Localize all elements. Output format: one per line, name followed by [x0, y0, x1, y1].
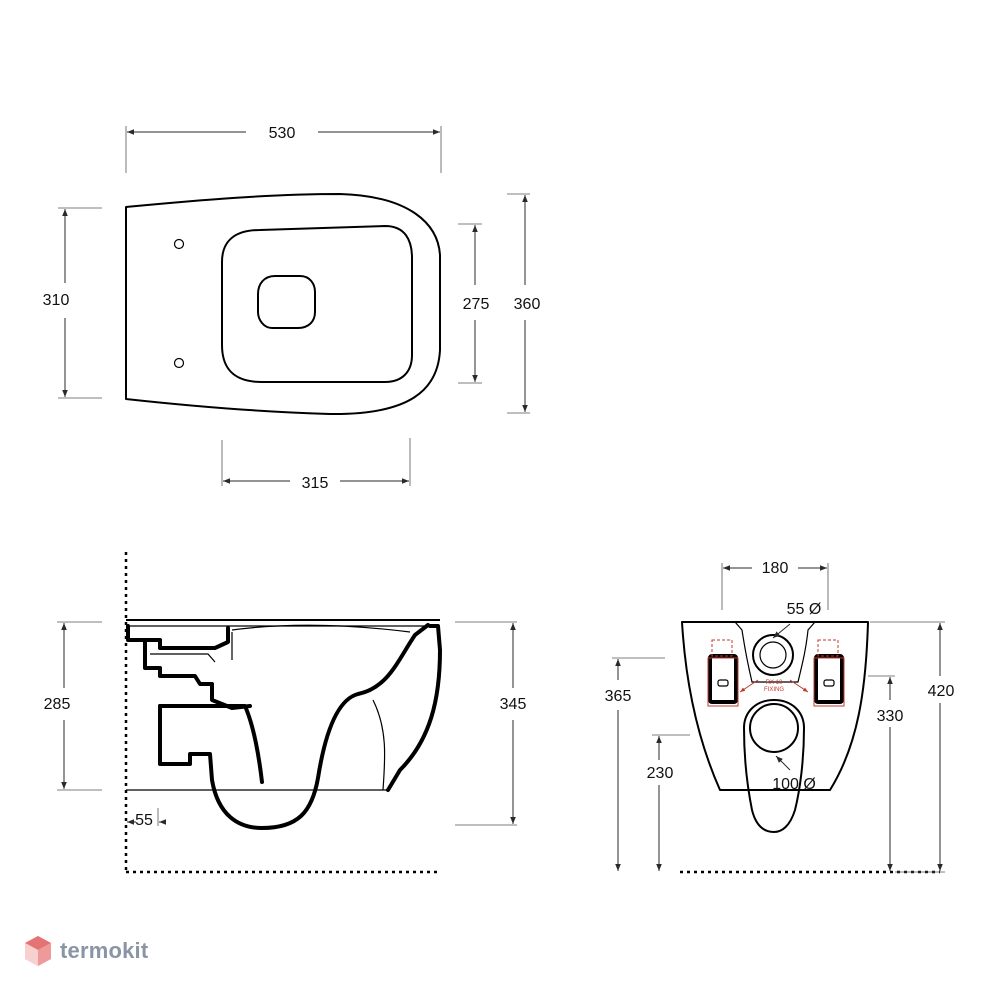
dim-height-285: 285: [44, 696, 71, 713]
seat-hole-bottom: [173, 357, 185, 369]
label-inlet-55: 55 Ø: [787, 601, 822, 618]
dim-width-530: 530: [269, 125, 296, 142]
plate-text-2: FIXING: [764, 687, 784, 693]
drain-top: [257, 275, 316, 329]
dim-outlet-height-230: 230: [647, 765, 674, 782]
fixing-bracket-right: [814, 654, 844, 704]
back-view: RX 10 FIXING 55 Ø 100 Ø 180 365 230 330: [605, 560, 955, 874]
fixing-bracket-left: [708, 654, 738, 704]
dim-overall-360: 360: [514, 296, 541, 313]
inlet-circle: [752, 634, 794, 676]
side-view: 285 345 55: [44, 552, 527, 874]
outlet-outline: [743, 699, 805, 833]
plate-text-1: RX 10: [766, 680, 783, 686]
brand-logo: termokit: [24, 935, 148, 967]
flush-passage: [126, 624, 230, 650]
dim-spacing-180: 180: [762, 560, 789, 577]
dim-inner-275: 275: [463, 296, 490, 313]
bowl-outline-back: [681, 621, 869, 791]
bowl-outline-side: [386, 624, 442, 792]
dim-fixing-height-330: 330: [877, 708, 904, 725]
dim-overall-height-420: 420: [928, 683, 955, 700]
seat-hole-top: [173, 238, 185, 250]
dim-height-345: 345: [500, 696, 527, 713]
bowl-rim-top: [221, 225, 413, 383]
brand-name: termokit: [60, 938, 149, 963]
dim-inlet-height-365: 365: [605, 688, 632, 705]
cube-logo-icon: [25, 936, 51, 966]
bowl-outline-top: [125, 193, 441, 416]
top-view: 530 310 275 360 315: [43, 125, 541, 492]
outlet-circle: [749, 703, 799, 753]
dim-bowl-315: 315: [302, 475, 329, 492]
dim-depth-310: 310: [43, 292, 70, 309]
label-outlet-100: 100 Ø: [772, 776, 816, 793]
dim-offset-55: 55: [135, 812, 153, 829]
trap-outline: [158, 704, 264, 784]
